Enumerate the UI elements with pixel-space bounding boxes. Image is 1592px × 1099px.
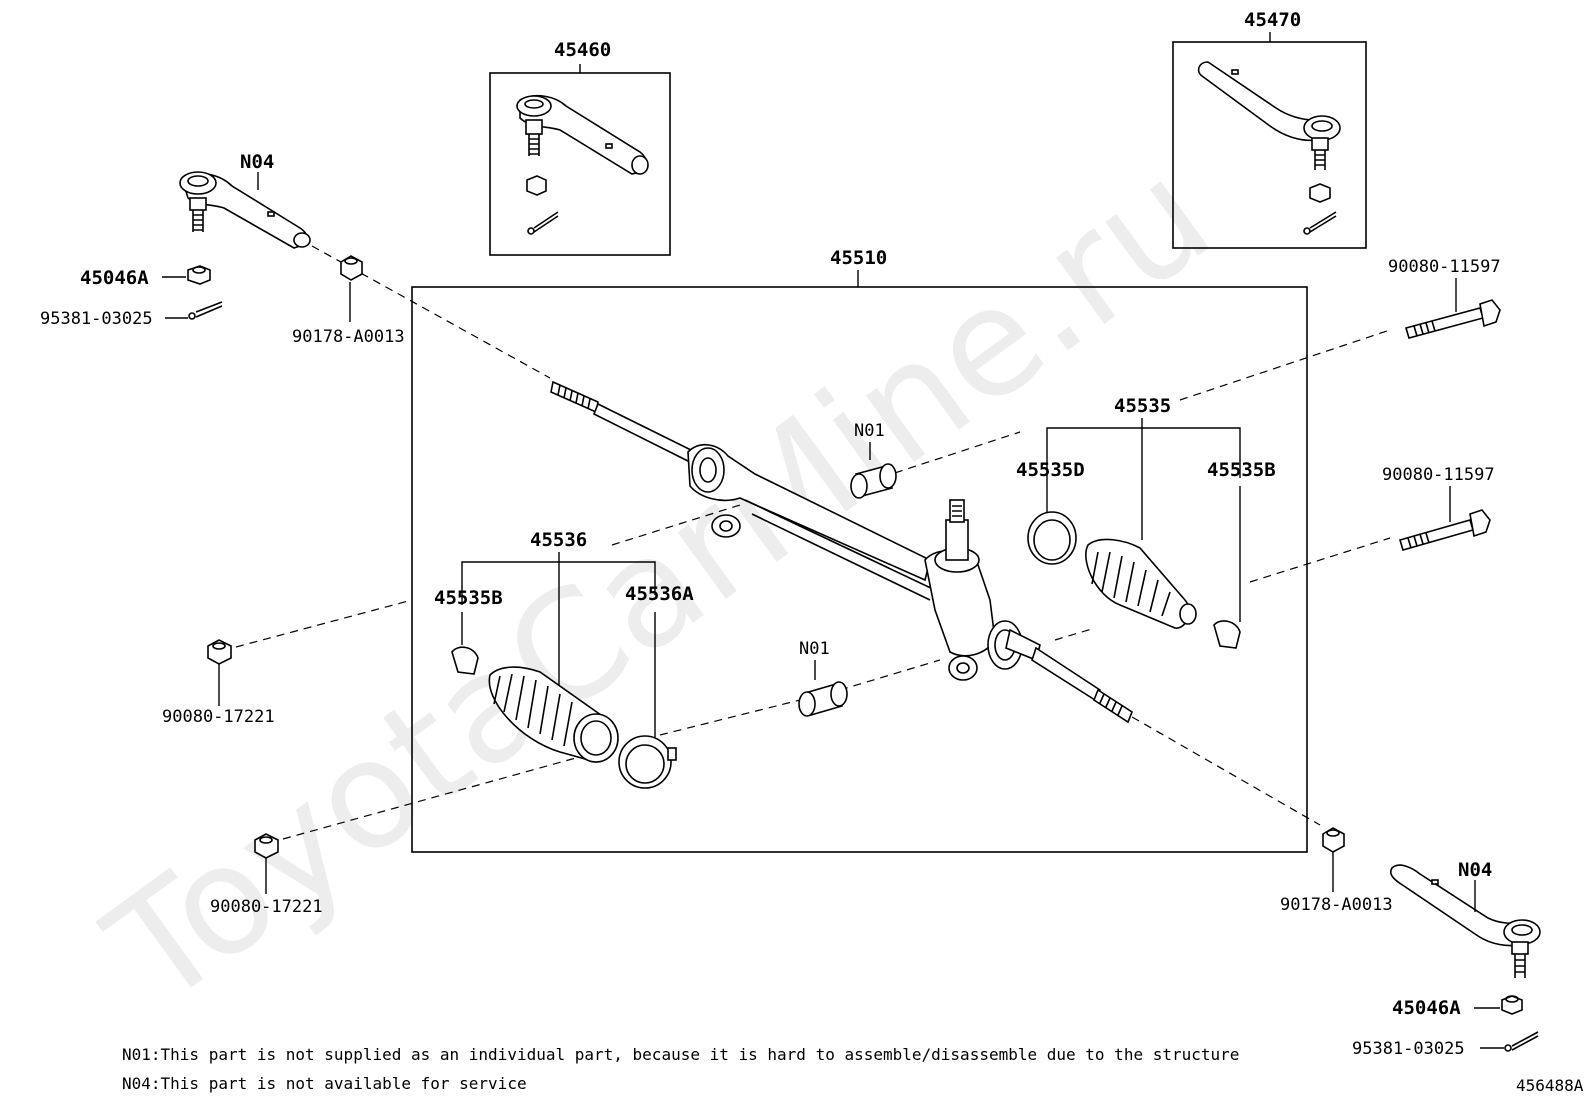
- label-90080-17221-left: 90080-17221: [162, 707, 275, 727]
- label-95381-left: 95381-03025: [40, 309, 153, 329]
- nut-90080-17221-bottom: [254, 833, 279, 859]
- note-n04: N04:This part is not available for servi…: [122, 1074, 527, 1093]
- bolt-90080-11597-top: [1404, 299, 1501, 339]
- label-90080-11597-top: 90080-11597: [1388, 257, 1501, 277]
- label-45536: 45536: [530, 529, 587, 551]
- label-45510: 45510: [830, 247, 887, 269]
- label-45535d: 45535D: [1016, 459, 1085, 481]
- label-n01-bottom: N01: [799, 639, 830, 659]
- label-45046a-right: 45046A: [1392, 997, 1461, 1019]
- label-45460: 45460: [554, 39, 611, 61]
- label-90080-17221-bottom: 90080-17221: [210, 897, 323, 917]
- box-45510: [411, 286, 1308, 853]
- tie-rod-end-right: [1389, 864, 1541, 978]
- boot-45536: [488, 666, 619, 763]
- label-n04-left: N04: [240, 151, 274, 173]
- label-n01-top: N01: [854, 421, 885, 441]
- clamp-45536a: [618, 735, 677, 789]
- label-45470: 45470: [1244, 9, 1301, 31]
- label-45535b-right: 45535B: [1207, 459, 1276, 481]
- bushing-n01-top: [850, 463, 897, 499]
- nut-45046a-right: [1501, 995, 1523, 1015]
- diagram-id: 456488A: [1516, 1076, 1584, 1095]
- label-95381-right: 95381-03025: [1352, 1039, 1465, 1059]
- label-90080-11597-mid: 90080-11597: [1382, 465, 1495, 485]
- label-45535b-left: 45535B: [434, 587, 503, 609]
- label-45536a: 45536A: [625, 583, 694, 605]
- tie-rod-end-45470: [1197, 61, 1341, 235]
- nut-90178-left: [340, 255, 363, 281]
- boot-45535: [1085, 538, 1197, 629]
- note-n01: N01:This part is not supplied as an indi…: [122, 1045, 1239, 1064]
- label-45535: 45535: [1114, 395, 1171, 417]
- label-45046a-left: 45046A: [80, 267, 149, 289]
- label-90178-left: 90178-A0013: [292, 327, 405, 347]
- nut-45046a-left: [187, 265, 211, 285]
- nut-90080-17221-left: [207, 639, 232, 665]
- tie-rod-end-left: [179, 171, 311, 249]
- clamp-45535d: [1027, 511, 1077, 565]
- bolt-90080-11597-mid: [1399, 509, 1491, 551]
- clip-45535b-left: [451, 646, 479, 675]
- clip-45535b-right: [1213, 620, 1241, 649]
- label-n04-right: N04: [1458, 859, 1492, 881]
- cotter-pin-right: [1504, 1031, 1539, 1052]
- cotter-pin-left: [188, 301, 223, 320]
- label-90178-right: 90178-A0013: [1280, 895, 1393, 915]
- steering-rack: [550, 380, 1133, 724]
- nut-90178-right: [1322, 827, 1345, 853]
- bushing-n01-bottom: [798, 681, 848, 717]
- tie-rod-end-45460: [516, 94, 649, 235]
